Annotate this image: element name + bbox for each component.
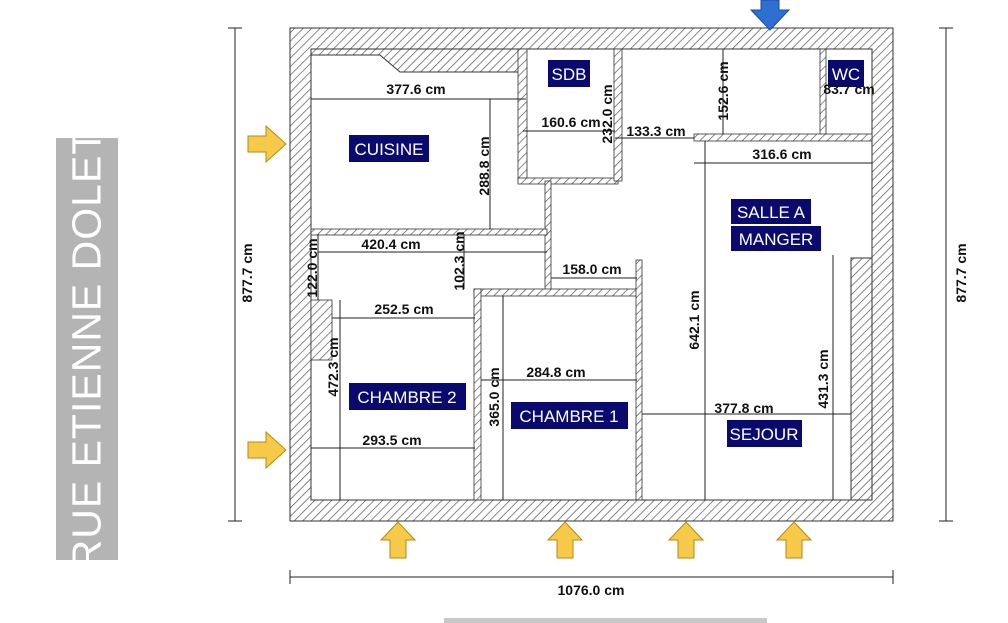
dim-122-0: 122.0 cm [304, 238, 320, 297]
dim-431-3: 431.3 cm [815, 349, 831, 408]
bottom-bar [444, 618, 767, 623]
room-labels: CUISINE SDB WC SALLE A MANGER CHAMBRE 2 … [349, 60, 864, 447]
dim-102-3: 102.3 cm [451, 231, 467, 290]
room-sdb: SDB [552, 65, 587, 84]
room-salle-line1: SALLE A [737, 203, 806, 222]
room-sejour: SEJOUR [730, 425, 799, 444]
dim-284-8: 284.8 cm [526, 364, 585, 380]
dim-472-3: 472.3 cm [325, 337, 341, 396]
street-panel [56, 138, 118, 560]
arrow-left-bottom [247, 430, 287, 470]
arrow-bottom-1 [379, 521, 417, 559]
dim-377-6: 377.6 cm [386, 81, 445, 97]
dimension-lines [228, 27, 953, 584]
dim-877-7-left: 877.7 cm [239, 243, 255, 302]
dim-877-7-right: 877.7 cm [953, 243, 969, 302]
dim-365-0: 365.0 cm [486, 367, 502, 426]
dim-152-6: 152.6 cm [715, 61, 731, 120]
dim-288-8: 288.8 cm [476, 136, 492, 195]
dim-232-0: 232.0 cm [599, 84, 615, 143]
arrow-bottom-3 [667, 521, 705, 559]
dim-83-7: 83.7 cm [823, 81, 874, 97]
right-wall-block [850, 257, 873, 501]
room-cuisine: CUISINE [355, 140, 424, 159]
room-salle-line2: MANGER [739, 230, 814, 249]
dim-160-6: 160.6 cm [541, 114, 600, 130]
room-chambre2: CHAMBRE 2 [357, 388, 456, 407]
dim-133-3: 133.3 cm [626, 123, 685, 139]
arrow-bottom-2 [546, 521, 584, 559]
arrow-left-top [247, 124, 287, 164]
dim-420-4: 420.4 cm [361, 236, 420, 252]
dim-293-5: 293.5 cm [362, 432, 421, 448]
room-chambre1: CHAMBRE 1 [519, 407, 618, 426]
dim-252-5: 252.5 cm [374, 301, 433, 317]
dim-642-1: 642.1 cm [686, 290, 702, 349]
arrows [247, 0, 813, 559]
arrow-bottom-4 [775, 521, 813, 559]
dim-1076-0: 1076.0 cm [558, 582, 625, 598]
dimension-labels: 377.6 cm 160.6 cm 133.3 cm 316.6 cm 83.7… [239, 61, 969, 598]
arrow-top-blue [749, 0, 791, 31]
room-wc: WC [832, 65, 860, 84]
dim-316-6: 316.6 cm [752, 146, 811, 162]
corner-chimney [310, 48, 521, 73]
dim-158-0: 158.0 cm [562, 261, 621, 277]
dim-377-8: 377.8 cm [714, 400, 773, 416]
